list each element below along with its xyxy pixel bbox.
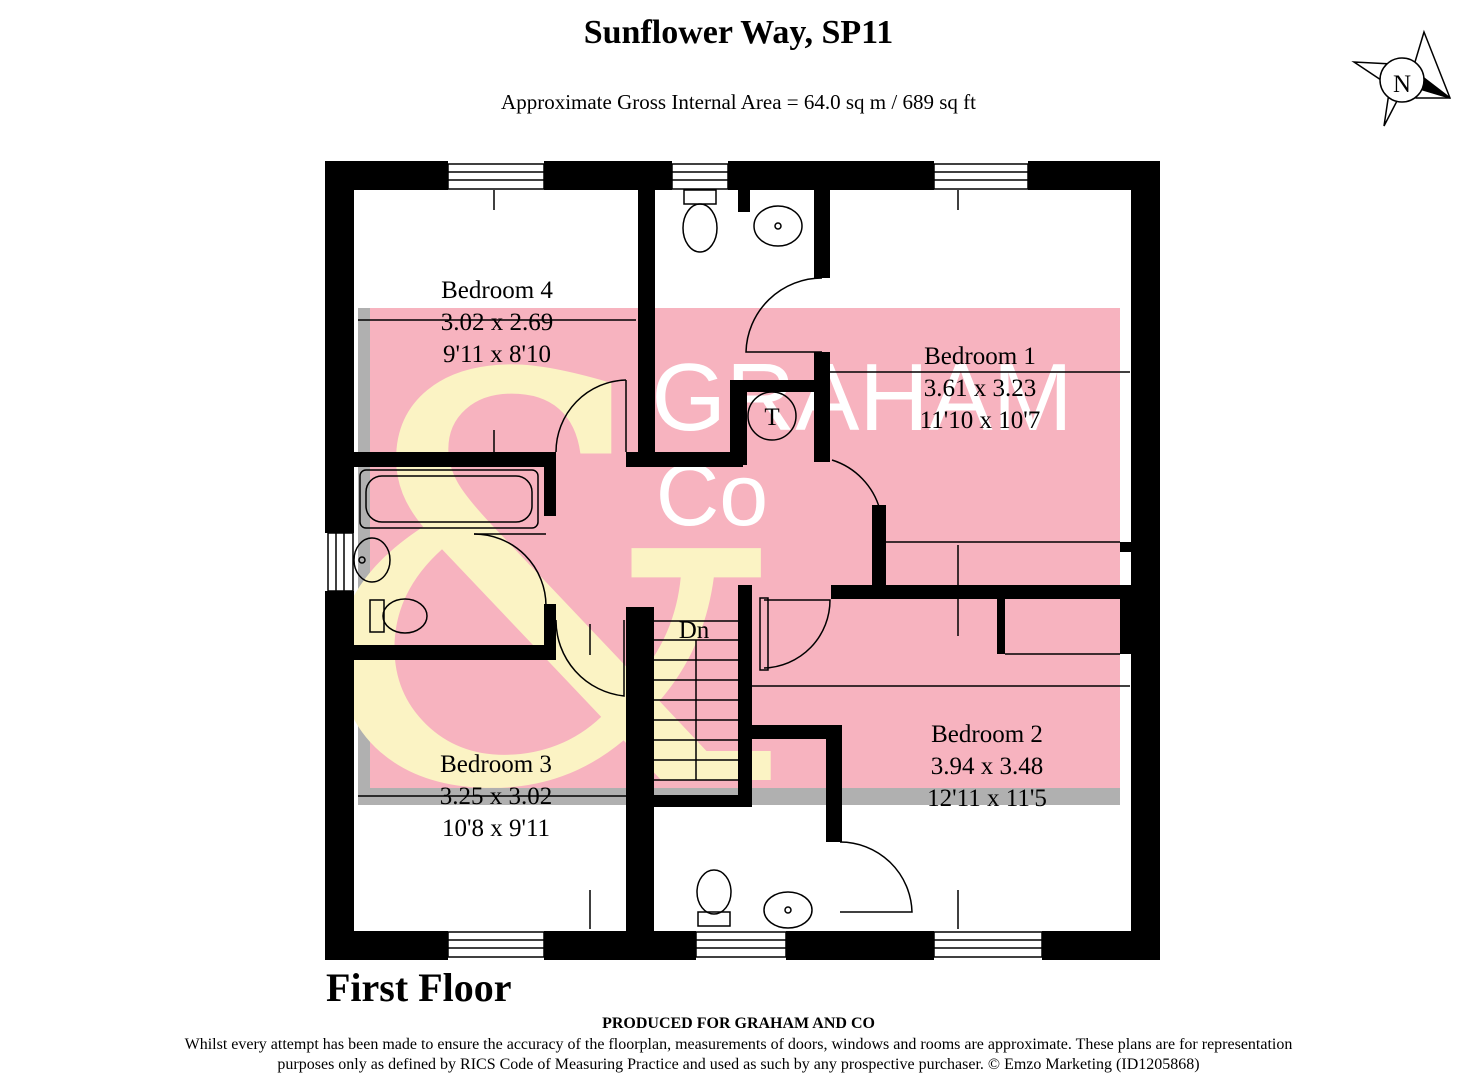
- bedroom-2-imperial: 12'11 x 11'5: [927, 785, 1047, 812]
- watermark-graham: GRAHAM: [651, 344, 1072, 451]
- bedroom-3-metric: 3.25 x 3.02: [440, 783, 553, 810]
- bedroom-3-imperial: 10'8 x 9'11: [442, 815, 550, 842]
- fixtures: [353, 189, 1130, 929]
- watermark: & GRAHAM Co: [299, 261, 1120, 913]
- disclaimer-line-1: Whilst every attempt has been made to en…: [184, 1036, 1293, 1053]
- bedroom-1-name: Bedroom 1: [924, 343, 1036, 370]
- compass-icon: N: [1351, 29, 1452, 127]
- bedroom-4-metric: 3.02 x 2.69: [441, 309, 554, 336]
- walls: [325, 161, 1160, 960]
- room-bedroom-3: Bedroom 3 3.25 x 3.02 10'8 x 9'11: [440, 751, 553, 842]
- room-bedroom-1: Bedroom 1 3.61 x 3.23 11'10 x 10'7: [920, 343, 1041, 434]
- cupboard-label: T: [764, 404, 779, 431]
- stairs-label: Dn: [679, 617, 710, 644]
- room-bedroom-4: Bedroom 4 3.02 x 2.69 9'11 x 8'10: [441, 277, 554, 368]
- windows: [327, 163, 1043, 958]
- bedroom-2-name: Bedroom 2: [931, 721, 1043, 748]
- disclaimer-line-2: purposes only as defined by RICS Code of…: [277, 1056, 1200, 1073]
- bedroom-4-name: Bedroom 4: [441, 277, 553, 304]
- room-bedroom-2: Bedroom 2 3.94 x 3.48 12'11 x 11'5: [927, 721, 1047, 812]
- compass-letter: N: [1393, 71, 1411, 98]
- bedroom-3-name: Bedroom 3: [440, 751, 552, 778]
- disclaimer: Whilst every attempt has been made to en…: [110, 1035, 1367, 1075]
- produced-for-text: PRODUCED FOR GRAHAM AND CO: [602, 1015, 875, 1032]
- bedroom-1-imperial: 11'10 x 10'7: [920, 407, 1041, 434]
- bedroom-1-metric: 3.61 x 3.23: [924, 375, 1037, 402]
- gross-area-text: Approximate Gross Internal Area = 64.0 s…: [501, 90, 976, 114]
- floor-label: First Floor: [326, 965, 512, 1010]
- bedroom-2-metric: 3.94 x 3.48: [931, 753, 1044, 780]
- bedroom-4-imperial: 9'11 x 8'10: [443, 341, 551, 368]
- plan-title: Sunflower Way, SP11: [583, 14, 894, 51]
